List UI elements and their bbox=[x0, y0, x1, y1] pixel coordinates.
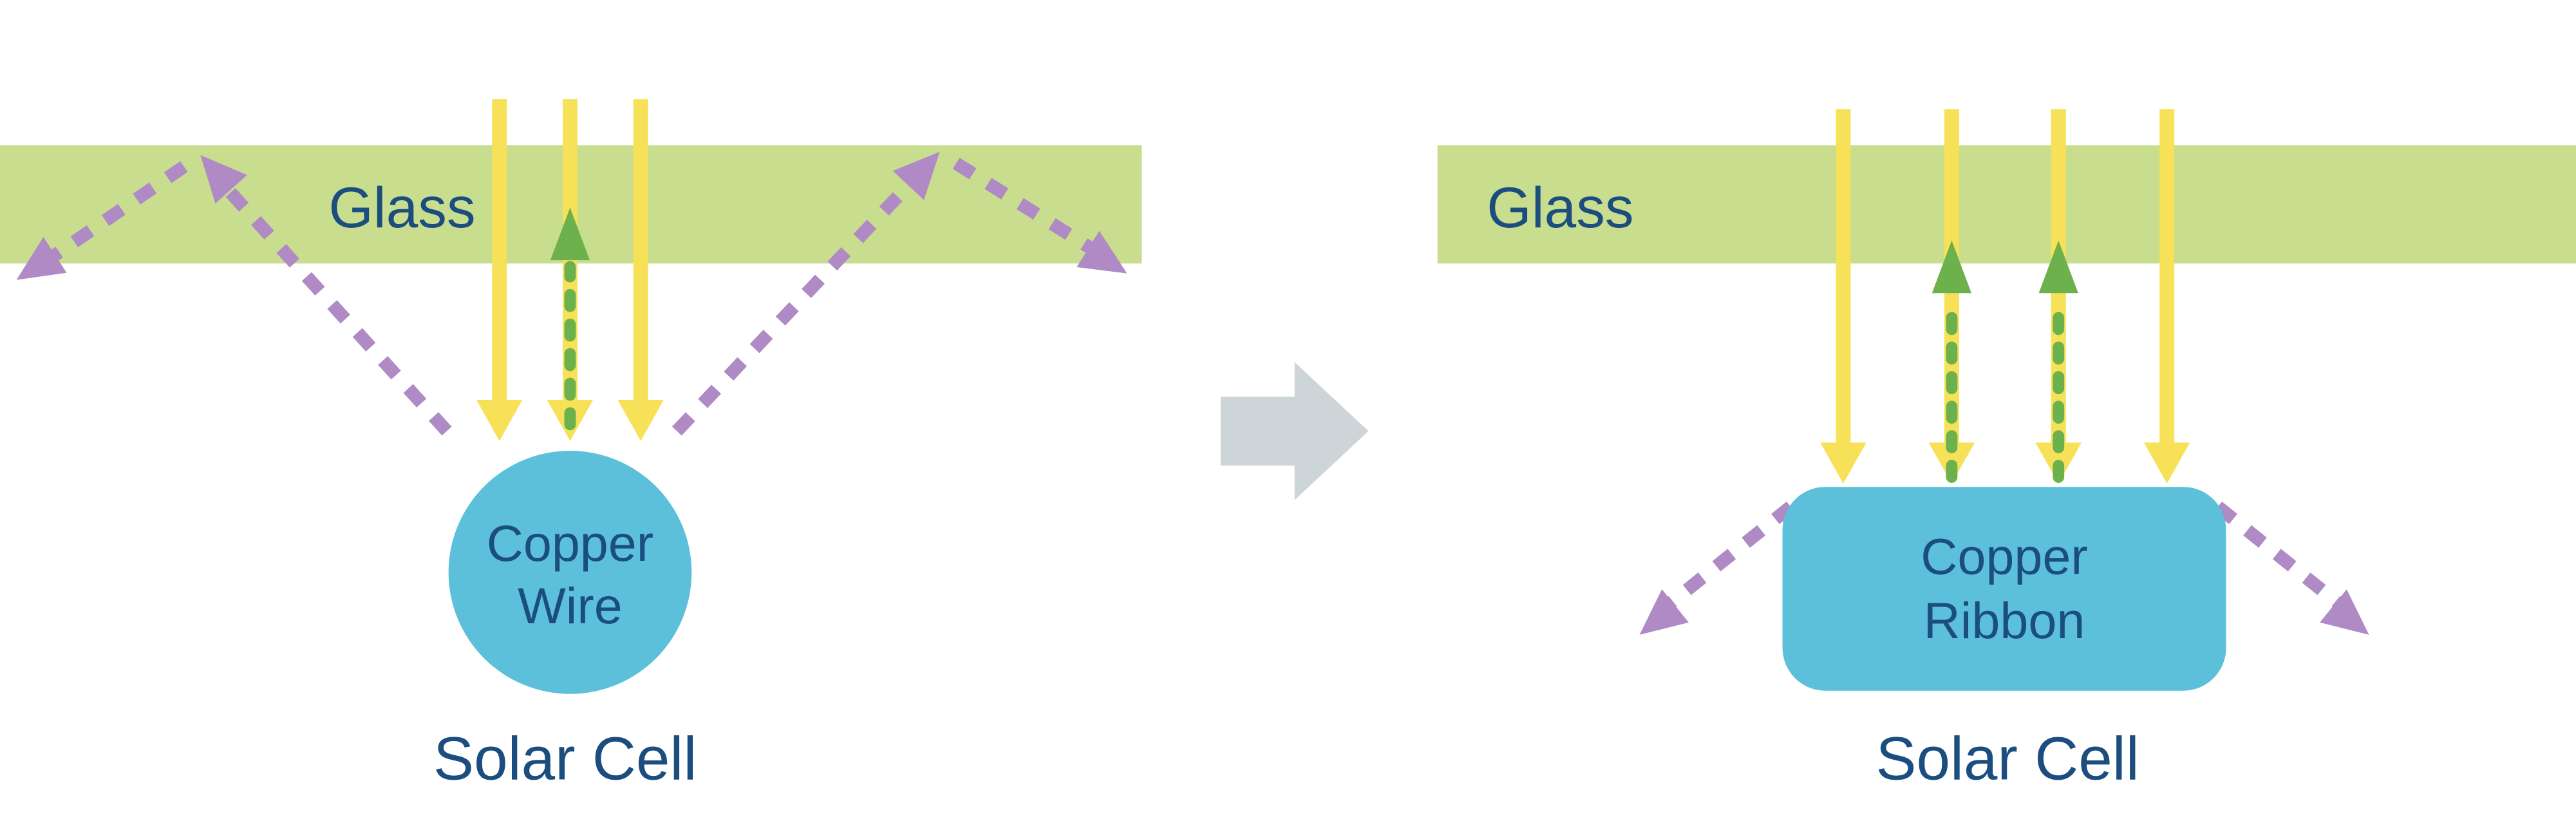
arrowhead-up-left-icon bbox=[200, 155, 247, 203]
scattered-light-path-left bbox=[1639, 501, 1795, 635]
arrowhead-up-icon bbox=[1932, 240, 1971, 293]
glass-layer bbox=[1437, 145, 2576, 263]
right-panel: Copper Ribbon Glass Solar Cell bbox=[1437, 109, 2576, 793]
copper-wire-label-line1: Copper bbox=[487, 514, 653, 572]
reflected-light-arrows bbox=[1932, 240, 2078, 483]
transition-right-arrow-icon bbox=[1220, 362, 1369, 500]
arrowhead-down-icon bbox=[476, 399, 523, 441]
arrowhead-down-right-icon bbox=[2320, 588, 2369, 635]
scattered-light-dashed-segment bbox=[952, 157, 1111, 264]
arrowhead-down-icon bbox=[1820, 442, 1866, 484]
scattered-light-dashed-segment bbox=[1661, 501, 1795, 612]
reflected-light-arrow bbox=[550, 207, 590, 430]
copper-ribbon-rect bbox=[1782, 486, 2226, 691]
glass-label: Glass bbox=[328, 175, 475, 240]
scattered-light-path-right bbox=[672, 151, 1127, 436]
arrowhead-up-icon bbox=[550, 207, 590, 260]
copper-ribbon-label-line1: Copper bbox=[1921, 527, 2087, 585]
left-panel: Copper Wire Glass Solar Cell bbox=[0, 99, 1142, 793]
scattered-light-path-left bbox=[16, 155, 452, 436]
arrowhead-down-right-icon bbox=[1076, 231, 1127, 274]
scattered-light-dashed-segment bbox=[2214, 501, 2347, 612]
arrowhead-down-icon bbox=[2143, 442, 2190, 484]
scattered-light-dashed-segment bbox=[39, 160, 188, 269]
copper-wire-circle bbox=[448, 450, 692, 694]
arrowhead-down-left-icon bbox=[1639, 588, 1689, 635]
solar-cell-label: Solar Cell bbox=[433, 725, 697, 793]
scattered-light-path-right bbox=[2214, 501, 2369, 635]
glass-label: Glass bbox=[1487, 175, 1633, 240]
copper-ribbon-label-line2: Ribbon bbox=[1924, 592, 2085, 649]
arrowhead-down-icon bbox=[617, 399, 664, 441]
arrowhead-up-right-icon bbox=[892, 151, 940, 200]
copper-wire-label-line2: Wire bbox=[518, 577, 623, 634]
arrowhead-down-left-icon bbox=[16, 236, 67, 280]
scattered-light-dashed-segment bbox=[218, 180, 452, 436]
arrowhead-up-icon bbox=[2038, 240, 2078, 293]
solar-cell-label: Solar Cell bbox=[1876, 725, 2139, 793]
